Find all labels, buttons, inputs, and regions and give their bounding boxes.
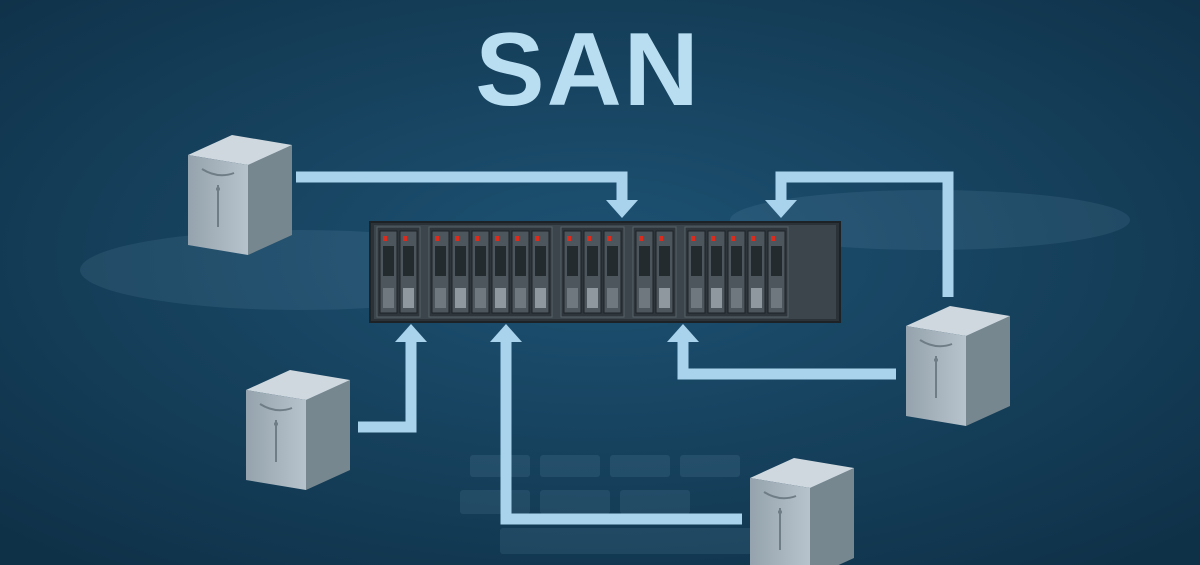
drive-led: [567, 236, 571, 241]
drive-handle: [515, 288, 526, 308]
diagram-title: SAN: [475, 12, 701, 128]
drive-handle: [403, 288, 414, 308]
drive-slot: [455, 246, 466, 276]
drive-led: [771, 236, 775, 241]
drive-slot: [535, 246, 546, 276]
drive-handle: [495, 288, 506, 308]
drive-handle: [711, 288, 722, 308]
drive-led: [455, 236, 459, 241]
arrow-heads: [395, 200, 797, 342]
drive-led: [435, 236, 439, 241]
drive-slot: [751, 246, 762, 276]
drive-slot: [587, 246, 598, 276]
drive-slot: [731, 246, 742, 276]
drive-slot: [403, 246, 414, 276]
drive-handle: [587, 288, 598, 308]
edge-right-top-to-array: [775, 171, 954, 297]
drive-handle: [731, 288, 742, 308]
edge-bottom-center-to-array: [500, 338, 742, 525]
drive-handle: [659, 288, 670, 308]
drive-led: [515, 236, 519, 241]
drive-slot: [435, 246, 446, 276]
drive-slot: [515, 246, 526, 276]
drive-slot: [607, 246, 618, 276]
drive-slot: [383, 246, 394, 276]
server-tower-icon: [245, 359, 351, 491]
drive-led: [403, 236, 407, 241]
server-tower-icon: [749, 447, 855, 565]
drive-handle: [691, 288, 702, 308]
drive-led: [639, 236, 643, 241]
drive-slot: [771, 246, 782, 276]
server-tower-icon: [187, 124, 293, 256]
drive-handle: [771, 288, 782, 308]
arrow-head-up: [667, 324, 699, 342]
drive-slot: [475, 246, 486, 276]
arrow-head-up: [395, 324, 427, 342]
drive-led: [475, 236, 479, 241]
drive-led: [607, 236, 611, 241]
edge-right-to-array: [677, 338, 896, 380]
drive-handle: [751, 288, 762, 308]
drive-slot: [639, 246, 650, 276]
drive-led: [587, 236, 591, 241]
drive-handle: [535, 288, 546, 308]
arrow-head-down: [606, 200, 638, 218]
storage-array-icon: [369, 221, 841, 323]
drive-led: [711, 236, 715, 241]
drive-led: [659, 236, 663, 241]
drive-slot: [659, 246, 670, 276]
drive-handle: [455, 288, 466, 308]
edge-bottom-left-to-array: [358, 338, 417, 433]
drive-led: [535, 236, 539, 241]
drive-slot: [495, 246, 506, 276]
drive-led: [383, 236, 387, 241]
edge-top-left-to-array: [296, 171, 628, 204]
drive-led: [731, 236, 735, 241]
drive-led: [691, 236, 695, 241]
arrow-head-up: [490, 324, 522, 342]
server-tower-icon: [905, 295, 1011, 427]
drive-handle: [475, 288, 486, 308]
connection-arrows: [296, 171, 954, 525]
drive-handle: [607, 288, 618, 308]
arrow-head-down: [765, 200, 797, 218]
drive-handle: [639, 288, 650, 308]
drive-slot: [711, 246, 722, 276]
drive-slot: [567, 246, 578, 276]
drive-led: [751, 236, 755, 241]
drive-led: [495, 236, 499, 241]
drive-slot: [691, 246, 702, 276]
drive-handle: [435, 288, 446, 308]
drive-handle: [567, 288, 578, 308]
drive-handle: [383, 288, 394, 308]
